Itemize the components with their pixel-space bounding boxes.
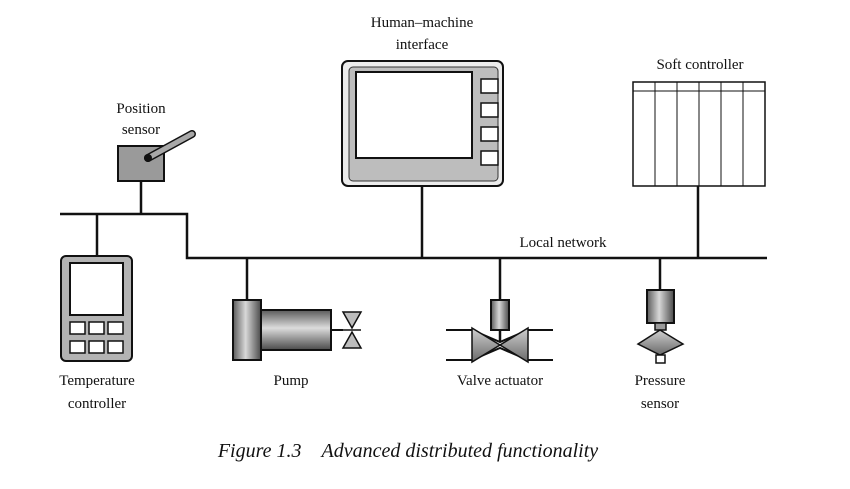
hmi-label-line1: Human–machine [371, 15, 474, 31]
hmi-button [480, 126, 499, 142]
network-wiring [60, 181, 767, 300]
soft-controller-label: Soft controller [656, 57, 743, 73]
hmi-button [480, 78, 499, 94]
hmi-screen [355, 71, 473, 159]
pressure-sensor-label-line2: sensor [641, 396, 679, 412]
hmi-button [480, 102, 499, 118]
figure-number: Figure 1.3 [217, 440, 302, 462]
temperature-controller-label-line1: Temperature [59, 373, 135, 389]
pressure-sensor-device [636, 289, 685, 364]
pump-device [232, 299, 363, 361]
temperature-controller-device [60, 255, 133, 362]
pressure-sensor-label-line1: Pressure [635, 373, 686, 389]
temperature-controller-label-line2: controller [68, 396, 126, 412]
figure-caption: Figure 1.3 Advanced distributed functiona… [217, 440, 598, 462]
soft-controller-device [632, 81, 766, 187]
pump-label: Pump [273, 373, 308, 389]
local-network-label: Local network [519, 235, 607, 251]
hmi-device [341, 60, 504, 187]
valve-actuator-label: Valve actuator [457, 373, 543, 389]
position-sensor-device [117, 130, 196, 182]
valve-actuator-device [446, 299, 553, 364]
figure-title: Advanced distributed functionality [320, 440, 599, 462]
position-sensor-label-line2: sensor [122, 122, 160, 138]
hmi-button [480, 150, 499, 166]
hmi-label-line2: interface [396, 37, 449, 53]
position-sensor-label-line1: Position [116, 101, 166, 117]
